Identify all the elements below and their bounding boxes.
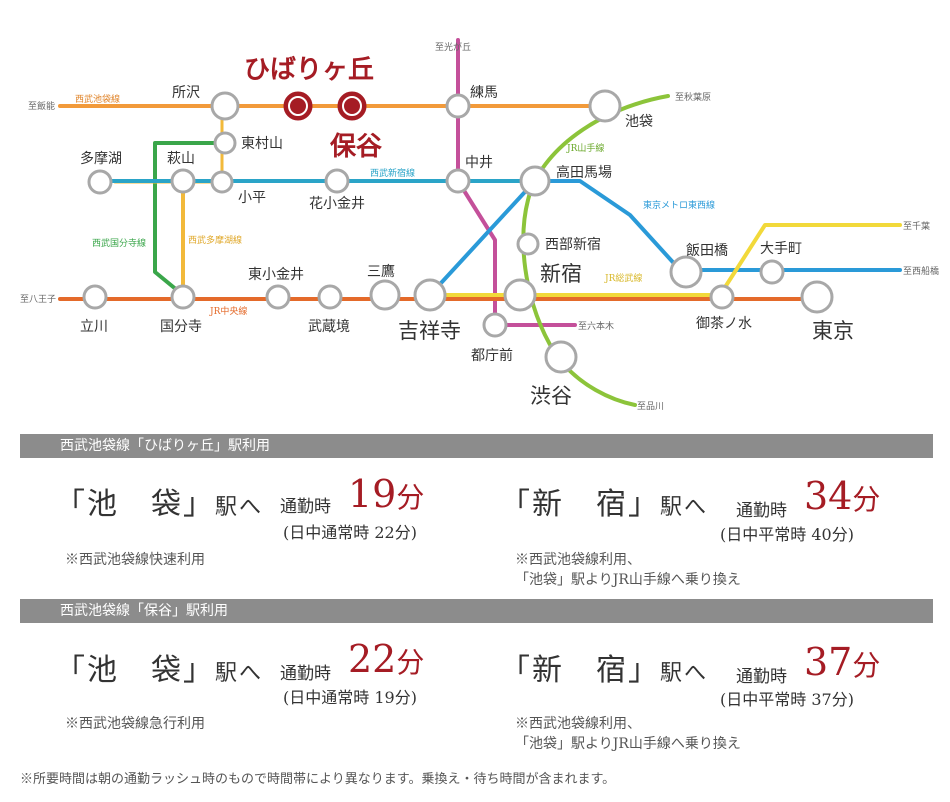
station-hanakoganei <box>324 168 350 194</box>
label-hoya: 保谷 <box>329 132 383 162</box>
commute-minutes: 19分 <box>348 472 425 516</box>
commute-label: 通勤時 <box>736 501 787 521</box>
offpeak-time: (日中平常時 40分) <box>720 525 854 544</box>
station-mitaka <box>369 279 401 311</box>
label-sobu-line: JR総武線 <box>604 272 642 284</box>
station-nerima <box>445 93 471 119</box>
label-iidabashi: 飯田橋 <box>686 242 728 259</box>
station-seibushinjuku <box>516 232 540 256</box>
commute-minutes: 22分 <box>348 637 425 681</box>
station-tochomae <box>482 312 508 338</box>
label-hibarigaoka: ひばりヶ丘 <box>244 55 374 85</box>
label-yamanote-line: JR山手線 <box>566 142 604 154</box>
dir-shinagawa: 至品川 <box>637 401 664 412</box>
yamanote-line <box>521 94 670 407</box>
station-kokubunji <box>170 284 196 310</box>
label-seibu-tamako-line: 西武多摩湖線 <box>188 234 242 246</box>
label-kodaira: 小平 <box>238 190 266 206</box>
commute-minutes: 37分 <box>804 640 881 684</box>
route-note: 「池袋」駅よりJR山手線へ乗り換え <box>515 572 741 588</box>
section-header-hoya: 西武池袋線「保谷」駅利用 <box>20 599 933 623</box>
dir-hanno: 至飯能 <box>28 100 55 112</box>
label-shibuya: 渋谷 <box>530 384 572 408</box>
route-note: ※西武池袋線急行利用 <box>65 716 205 732</box>
label-shinjuku: 新宿 <box>540 262 582 286</box>
station-otemachi <box>759 259 785 285</box>
dest-shinjuku: 「新 宿」駅へ <box>500 487 709 522</box>
route-note: ※西武池袋線利用、 <box>515 716 641 732</box>
station-tachikawa <box>82 284 108 310</box>
station-nakai <box>445 168 471 194</box>
label-higashikoganei: 東小金井 <box>248 267 304 283</box>
commute-label: 通勤時 <box>736 667 787 687</box>
label-nerima: 練馬 <box>470 85 498 101</box>
dir-hikarigaoka: 至光が丘 <box>435 41 471 53</box>
sobu-line <box>428 223 902 297</box>
station-ikebukuro <box>588 89 622 123</box>
station-takadanobaba <box>519 165 551 197</box>
label-nakai: 中井 <box>465 155 493 171</box>
label-mitaka: 三鷹 <box>367 264 395 280</box>
label-tokyo: 東京 <box>812 319 854 343</box>
station-kichijoji <box>413 278 447 312</box>
station-ochanomizu <box>709 284 735 310</box>
label-kokubunji: 国分寺 <box>160 319 202 335</box>
station-shibuya <box>544 340 578 374</box>
route-note: ※西武池袋線利用、 <box>515 552 641 568</box>
dir-akihabara: 至秋葉原 <box>675 91 711 103</box>
route-note: ※西武池袋線快速利用 <box>65 552 205 568</box>
label-hanakoganei: 花小金井 <box>309 196 365 212</box>
label-higashimurayama: 東村山 <box>241 136 283 152</box>
commute-minutes: 34分 <box>804 474 881 518</box>
section-header-hibarigaoka: 西武池袋線「ひばりヶ丘」駅利用 <box>20 434 933 458</box>
label-kichijoji: 吉祥寺 <box>398 319 461 343</box>
seibu-kokubunji-line <box>153 141 227 297</box>
dir-roppongi: 至六本木 <box>578 320 614 332</box>
dest-ikebukuro: 「池 袋」駅へ <box>55 653 264 688</box>
dest-ikebukuro: 「池 袋」駅へ <box>55 487 264 522</box>
oedo-line-branch <box>456 38 577 327</box>
dir-nishifunabashi: 至西船橋 <box>903 265 939 277</box>
station-kodaira <box>210 170 234 194</box>
station-shinjuku <box>503 278 537 312</box>
offpeak-time: (日中通常時 22分) <box>283 523 417 542</box>
label-seibu-shinjuku-line: 西武新宿線 <box>370 167 415 179</box>
station-musashisakai <box>317 284 343 310</box>
label-ochanomizu: 御茶ノ水 <box>696 316 752 332</box>
tozai-line <box>428 179 902 297</box>
label-musashisakai: 武蔵境 <box>308 319 350 335</box>
label-takadanobaba: 高田馬場 <box>556 164 612 181</box>
label-tokorozawa: 所沢 <box>172 85 200 101</box>
dir-chiba: 至千葉 <box>903 220 930 232</box>
commute-label: 通勤時 <box>280 497 331 517</box>
label-tachikawa: 立川 <box>80 319 108 335</box>
station-iidabashi <box>669 255 703 289</box>
label-tamako: 多摩湖 <box>80 150 122 167</box>
label-chuo-line: JR中央線 <box>209 305 247 317</box>
station-tamako <box>87 169 113 195</box>
station-higashimurayama <box>213 131 237 155</box>
label-tochomae: 都庁前 <box>471 347 513 364</box>
label-hagiyama: 萩山 <box>167 151 195 167</box>
offpeak-time: (日中通常時 19分) <box>283 688 417 707</box>
commute-label: 通勤時 <box>280 664 331 684</box>
label-tozai-line: 東京メトロ東西線 <box>643 199 715 211</box>
dir-hachioji: 至八王子 <box>20 294 56 305</box>
station-higashikoganei <box>265 284 291 310</box>
label-seibu-kokubunji-line: 西武国分寺線 <box>92 237 146 249</box>
route-map: ひばりヶ丘 保谷 所沢 東村山 小平 多摩湖 萩山 花小金井 練馬 中井 池袋 … <box>20 38 939 412</box>
station-hagiyama <box>170 168 196 194</box>
station-tokorozawa <box>210 91 240 121</box>
dest-shinjuku: 「新 宿」駅へ <box>500 653 709 688</box>
station-tokyo <box>800 280 834 314</box>
offpeak-time: (日中平常時 37分) <box>720 690 854 709</box>
label-seibu-ikebukuro-line: 西武池袋線 <box>75 93 120 105</box>
footnote: ※所要時間は朝の通勤ラッシュ時のもので時間帯により異なります。乗換え・待ち時間が… <box>20 772 616 787</box>
route-note: 「池袋」駅よりJR山手線へ乗り換え <box>515 736 741 752</box>
label-seibushinjuku: 西部新宿 <box>545 236 601 253</box>
label-ikebukuro: 池袋 <box>625 114 653 130</box>
label-otemachi: 大手町 <box>760 241 802 257</box>
